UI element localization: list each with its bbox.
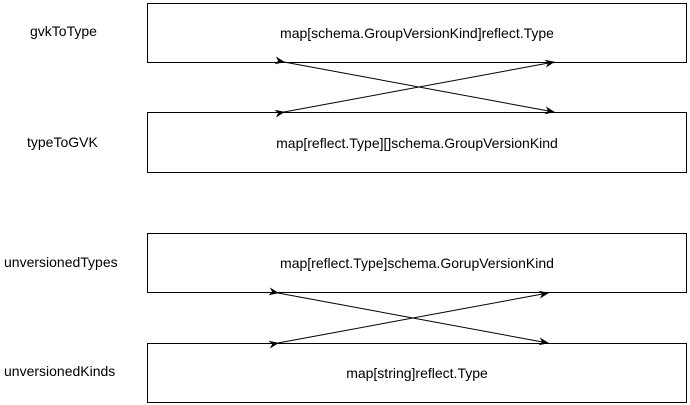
bidirectional-arrow-group1-a <box>274 56 555 115</box>
map-box-gvk-to-type: map[schema.GroupVersionKind]reflect.Type <box>147 3 687 63</box>
row-label-unversioned-kinds: unversionedKinds <box>4 363 116 379</box>
map-box-type-to-gvk: map[reflect.Type][]schema.GroupVersionKi… <box>147 112 687 173</box>
bidirectional-arrow-group2-b <box>268 290 549 349</box>
bidirectional-arrow-group2-a <box>268 287 549 346</box>
map-box-unversioned-kinds: map[string]reflect.Type <box>147 343 687 403</box>
map-box-unversioned-types: map[reflect.Type]schema.GorupVersionKind <box>147 233 687 293</box>
row-label-gvk-to-type: gvkToType <box>30 23 97 39</box>
bidirectional-arrow-group1-b <box>274 59 555 118</box>
row-label-unversioned-types: unversionedTypes <box>4 254 118 270</box>
row-label-type-to-gvk: typeToGVK <box>27 134 98 150</box>
